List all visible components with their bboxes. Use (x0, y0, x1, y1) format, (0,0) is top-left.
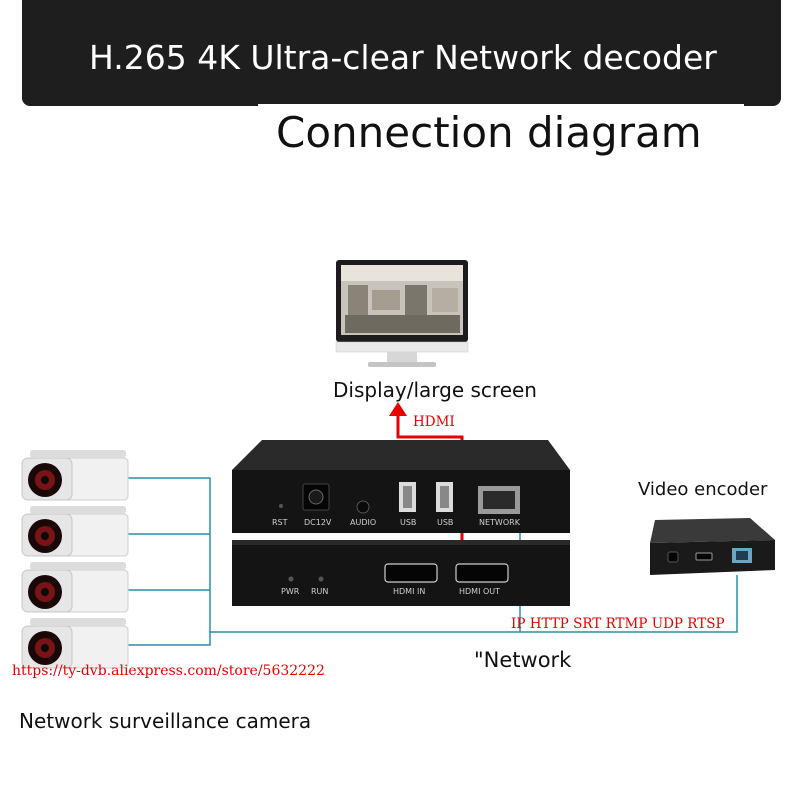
video-encoder-label: Video encoder (638, 479, 768, 500)
title-banner (22, 0, 781, 106)
heading-strip (258, 104, 744, 174)
decoder-bottom-unit: PWR RUN HDMI IN HDMI OUT (232, 540, 570, 606)
decoder-top-unit: RST DC12V AUDIO USB USB NETWORK (232, 440, 570, 533)
display-label: Display/large screen (333, 378, 537, 402)
network-label: "Network (474, 648, 572, 672)
camera-network-lines (120, 477, 738, 646)
camera-2 (21, 506, 129, 557)
monitor-illustration (335, 260, 469, 367)
hdmi-label: HDMI (413, 414, 455, 430)
port-label-rst: RST (272, 518, 288, 527)
store-url-watermark: https://ty-dvb.aliexpress.com/store/5632… (12, 663, 325, 679)
camera-3 (21, 562, 129, 613)
port-label-usb-1: USB (400, 518, 416, 527)
camera-label: Network surveillance camera (19, 709, 312, 733)
port-label-hdmi-out: HDMI OUT (459, 587, 500, 596)
network-protocols-label: IP HTTP SRT RTMP UDP RTSP (511, 616, 725, 632)
diagram-heading: Connection diagram (276, 108, 702, 157)
port-label-pwr: PWR (281, 587, 300, 596)
port-label-audio: AUDIO (350, 518, 376, 527)
port-label-run: RUN (311, 587, 328, 596)
port-label-usb-2: USB (437, 518, 453, 527)
banner-title: H.265 4K Ultra-clear Network decoder (89, 38, 717, 77)
video-encoder-illustration (650, 518, 775, 575)
camera-4 (21, 618, 129, 669)
port-label-dc12v: DC12V (304, 518, 332, 527)
port-label-network: NETWORK (479, 518, 521, 527)
camera-1 (21, 450, 129, 501)
port-label-hdmi-in: HDMI IN (393, 587, 425, 596)
